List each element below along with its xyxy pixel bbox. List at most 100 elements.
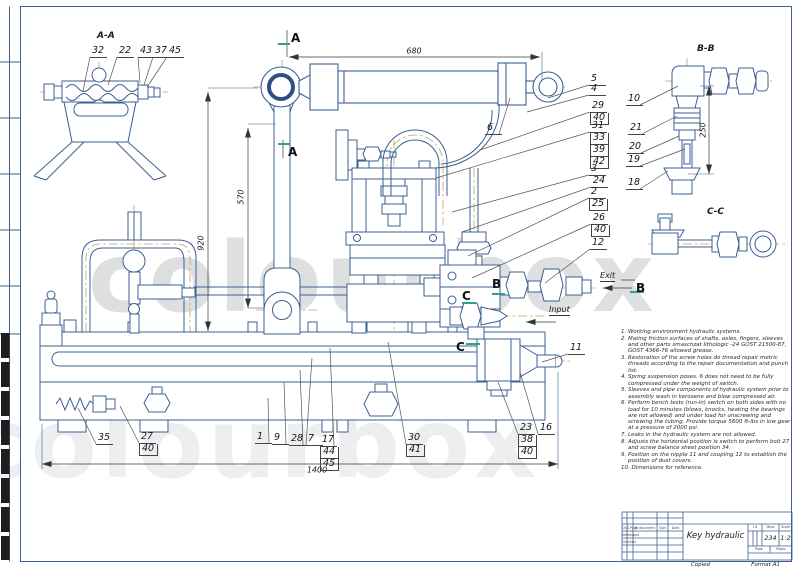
titleblock-row-checked: Checked: [622, 539, 636, 544]
part-number: 2: [589, 186, 606, 199]
section-marker-b-right: B: [636, 281, 646, 295]
part-number: 7: [306, 433, 323, 446]
view-label-bb: B-B: [697, 44, 715, 54]
callout-10: 10: [626, 93, 643, 106]
part-number: 45: [167, 45, 184, 58]
callout-9: 9: [272, 432, 289, 445]
dim-250: 250: [698, 122, 708, 138]
part-number: 16: [538, 422, 555, 435]
part-number: 20: [627, 141, 644, 154]
part-number: 17: [320, 434, 337, 447]
part-number: 45: [320, 458, 339, 471]
part-number: 12: [590, 237, 607, 250]
note-item: 9. Position on the nipple 11 and couplin…: [621, 452, 787, 465]
part-number: 40: [139, 443, 158, 456]
note-item: 3. Restoration of the screw holes do thr…: [621, 355, 789, 374]
callout-3: 3: [589, 163, 606, 176]
dim-680: 680: [406, 46, 422, 56]
titleblock-pages-header: Pages: [776, 547, 786, 551]
link-arm: [263, 98, 301, 335]
part-number: 22: [117, 45, 134, 58]
part-number: 21: [628, 122, 645, 135]
titleblock-sign-header: Sign: [659, 526, 666, 530]
part-number: 6: [485, 122, 502, 135]
part-number: 5: [589, 73, 606, 86]
view-label-cc: C-C: [707, 207, 724, 217]
format-label: Format A1: [751, 562, 780, 568]
input-label: Input: [549, 305, 570, 316]
callout-12: 12: [590, 237, 607, 250]
part-number: 40: [518, 446, 537, 459]
titleblock-mass-header: Mass: [766, 525, 775, 529]
part-number: 33: [590, 132, 609, 145]
callout-16: 16: [538, 422, 555, 435]
note-item: 8. Adjusts the horizontal position is sw…: [621, 439, 790, 452]
part-number: 25: [589, 198, 608, 211]
callout-4: 4: [589, 83, 606, 96]
section-marker-a-bottom: A: [288, 145, 298, 159]
technical-notes: 1. Working environment hydraulic systems…: [621, 329, 794, 472]
callout-1: 1: [255, 431, 272, 444]
callout-35: 35: [96, 432, 113, 445]
titleblock-sheet-header: S.Page: [627, 526, 638, 530]
titleblock-title: Key hydraulic: [686, 531, 745, 541]
copied-label: Copied: [690, 562, 711, 568]
callout-leaders: [77, 56, 686, 447]
note-item: 1. Working environment hydraulic systems…: [621, 329, 742, 335]
callout-43: 43: [138, 45, 155, 58]
titleblock-scale-value: 1:2: [780, 534, 791, 542]
view-label-aa: A-A: [97, 31, 115, 41]
part-number: 29: [590, 100, 607, 113]
part-number: 19: [626, 154, 643, 167]
part-number: 11: [568, 342, 585, 355]
view-cc: [651, 213, 777, 258]
note-item: 5. Sleeves and pipe components of hydrau…: [621, 387, 789, 400]
base-assembly: [39, 211, 546, 433]
note-item: 6. Perform bench tests (run-in) switch o…: [621, 400, 791, 432]
titleblock-doc-header: № document: [634, 526, 656, 530]
part-number: 44: [320, 446, 339, 459]
callout-5: 5: [589, 73, 606, 86]
part-number: 26: [591, 212, 608, 225]
callout-37: 37: [153, 45, 170, 58]
titleblock-scale-header: Scale: [781, 525, 790, 529]
part-number: 40: [590, 112, 609, 125]
callout-19: 19: [626, 154, 643, 167]
titleblock-page-header: Page: [755, 547, 763, 551]
titleblock-ch-header: Ch.: [622, 526, 628, 530]
callout-21: 21: [628, 122, 645, 135]
part-number: 9: [272, 432, 289, 445]
part-number: 43: [138, 45, 155, 58]
part-number: 27: [139, 431, 156, 444]
part-number: 39: [590, 144, 609, 157]
part-number: 24: [591, 175, 608, 188]
part-number: 35: [96, 432, 113, 445]
view-aa: [33, 67, 167, 181]
part-number: 41: [406, 444, 425, 457]
callout-18: 18: [626, 177, 643, 190]
part-number: 3: [589, 163, 606, 176]
part-number: 1: [255, 431, 272, 444]
section-marker-c-upper: C: [462, 289, 471, 303]
part-number: 18: [626, 177, 643, 190]
titleblock-mass-value: 234: [764, 534, 777, 542]
extension-lines: [41, 52, 714, 469]
callout-20: 20: [627, 141, 644, 154]
part-number: 30: [406, 432, 423, 445]
section-marker-b-valve: B: [492, 277, 502, 291]
part-number: 31: [590, 120, 607, 133]
callout-11: 11: [568, 342, 585, 355]
dim-1400: 1400: [306, 465, 328, 475]
section-marker-c-lower: C: [456, 340, 465, 354]
part-number: 10: [626, 93, 643, 106]
dim-920: 920: [196, 235, 206, 251]
callout-28: 28: [289, 433, 306, 446]
part-number: 28: [289, 433, 306, 446]
